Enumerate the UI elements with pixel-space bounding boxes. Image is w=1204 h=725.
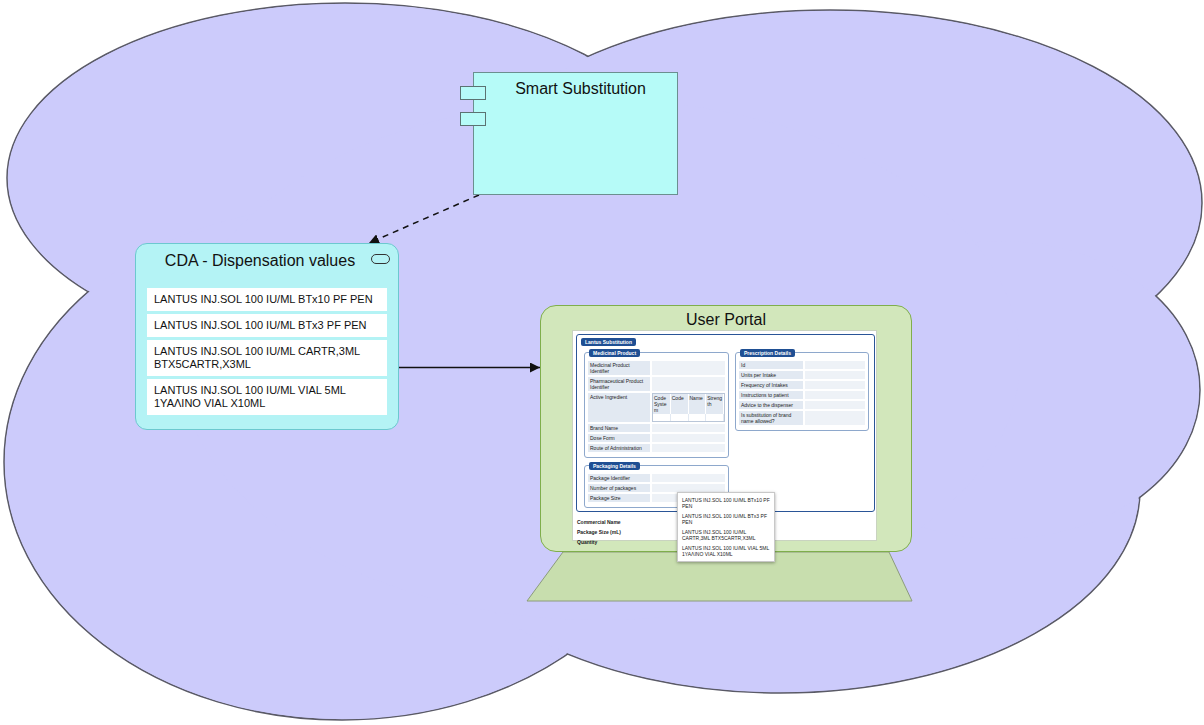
field-label: Instructions to patient — [739, 391, 803, 399]
form-row: Route of Administration — [588, 444, 725, 452]
value-text: LANTUS INJ.SOL 100 IU/ML VIAL 5ML 1ΥΑΛΙΝ… — [154, 384, 380, 410]
form-row: Frequency of Intakes — [739, 381, 865, 389]
value-text: LANTUS INJ.SOL 100 IU/ML BTx3 PF PEN — [154, 319, 380, 332]
field-label: Route of Administration — [588, 444, 650, 452]
field-value — [652, 377, 725, 391]
field-label: Number of packages — [588, 484, 650, 492]
dropdown-item: LANTUS INJ.SOL 100 IU/ML CARTR,3ML BTX5C… — [678, 527, 774, 543]
field-label: Package Size — [588, 494, 650, 502]
form-row: Units per Intake — [739, 371, 865, 379]
service-icon — [371, 254, 390, 264]
field-value — [805, 401, 865, 409]
table-cell — [653, 414, 671, 421]
field-label: Active Ingredient — [588, 393, 650, 422]
table-cell — [706, 414, 724, 421]
ingredient-table: Code SystemCodeNameStrength — [652, 393, 725, 422]
field-value — [652, 484, 725, 492]
dispensation-value: LANTUS INJ.SOL 100 IU/ML VIAL 5ML 1ΥΑΛΙΝ… — [147, 379, 387, 415]
dropdown-list: LANTUS INJ.SOL 100 IU/ML BTx10 PF PENLAN… — [677, 492, 775, 562]
panel-heading: Prescription Details — [740, 349, 795, 357]
panel-heading: Packaging Details — [589, 462, 640, 470]
dropdown-item: LANTUS INJ.SOL 100 IU/ML BTx10 PF PEN — [678, 495, 774, 511]
field-value — [805, 411, 865, 425]
portal-title: User Portal — [541, 306, 911, 329]
form-row: Active IngredientCode SystemCodeNameStre… — [588, 393, 725, 422]
form-row: Advice to the dispenser — [739, 401, 865, 409]
field-value — [652, 361, 725, 375]
field-label: Commercial Name — [577, 519, 677, 525]
table-cell — [671, 414, 689, 421]
component-icon — [460, 112, 486, 126]
field-value — [652, 434, 725, 442]
table-header: Code SystemCodeNameStrength — [653, 394, 724, 414]
field-label: Dose Form — [588, 434, 650, 442]
field-label: Medicinal Product Identifier — [588, 361, 650, 375]
dropdown-item: LANTUS INJ.SOL 100 IU/ML BTx3 PF PEN — [678, 511, 774, 527]
user-portal-screen: User PortalLantus SubstitutionMedicinal … — [540, 305, 912, 552]
cloud — [4, 3, 1202, 720]
form-row: Number of packages — [588, 484, 725, 492]
form-row: Medicinal Product Identifier — [588, 361, 725, 375]
table-header-cell: Strength — [706, 394, 724, 414]
value-text: LANTUS INJ.SOL 100 IU/ML BTx10 PF PEN — [154, 293, 380, 306]
dispensation-value: LANTUS INJ.SOL 100 IU/ML BTx3 PF PEN — [147, 314, 387, 337]
component-icon — [460, 86, 486, 100]
application-component: Smart Substitution — [473, 72, 678, 195]
field-label: Is substitution of brand name allowed? — [739, 411, 803, 425]
dispensation-value: LANTUS INJ.SOL 100 IU/ML BTx10 PF PEN — [147, 288, 387, 311]
component-title: Smart Substitution — [474, 73, 677, 98]
field-value — [652, 444, 725, 452]
form-row: Id — [739, 361, 865, 369]
cloud-fill — [5, 4, 1201, 719]
dispensation-value: LANTUS INJ.SOL 100 IU/ML CARTR,3ML BTX5C… — [147, 340, 387, 376]
service-title: CDA - Dispensation values — [136, 244, 398, 288]
form-row: Package Identifier — [588, 474, 725, 482]
form-panel: Medicinal ProductMedicinal Product Ident… — [584, 352, 729, 458]
field-label: Quantity — [577, 539, 677, 545]
field-value — [805, 381, 865, 389]
table-cell — [689, 414, 707, 421]
form-row: Brand Name — [588, 424, 725, 432]
field-label: Units per Intake — [739, 371, 803, 379]
value-list: LANTUS INJ.SOL 100 IU/ML BTx10 PF PEN LAN… — [136, 288, 398, 429]
field-label: Brand Name — [588, 424, 650, 432]
field-label: Id — [739, 361, 803, 369]
dropdown-item: LANTUS INJ.SOL 100 IU/ML VIAL 5ML 1ΥΑΛΙΝ… — [678, 543, 774, 559]
field-label: Package Size (mL) — [577, 529, 677, 535]
value-text: LANTUS INJ.SOL 100 IU/ML CARTR,3ML BTX5C… — [154, 345, 380, 371]
field-label: Advice to the dispenser — [739, 401, 803, 409]
field-value — [805, 361, 865, 369]
field-value — [805, 371, 865, 379]
field-value — [652, 474, 725, 482]
table-header-cell: Code — [671, 394, 689, 414]
arrow — [399, 367, 540, 369]
field-label: Pharmaceutical Product Identifier — [588, 377, 650, 391]
form-row: Instructions to patient — [739, 391, 865, 399]
form-panel: Prescription DetailsIdUnits per IntakeFr… — [735, 352, 869, 431]
form-row: Is substitution of brand name allowed? — [739, 411, 865, 425]
form-row: Dose Form — [588, 434, 725, 442]
field-value — [805, 391, 865, 399]
field-label: Frequency of Intakes — [739, 381, 803, 389]
form-heading: Lantus Substitution — [581, 338, 636, 346]
field-value — [652, 424, 725, 432]
table-header-cell: Code System — [653, 394, 671, 414]
substitution-form: Lantus SubstitutionMedicinal ProductMedi… — [576, 334, 875, 512]
dashed-arrow — [369, 195, 479, 243]
form-row: Pharmaceutical Product Identifier — [588, 377, 725, 391]
panel-heading: Medicinal Product — [589, 349, 640, 357]
table-header-cell: Name — [689, 394, 707, 414]
table-row — [653, 414, 724, 421]
application-service: CDA - Dispensation valuesLANTUS INJ.SOL … — [135, 243, 399, 430]
field-label: Package Identifier — [588, 474, 650, 482]
